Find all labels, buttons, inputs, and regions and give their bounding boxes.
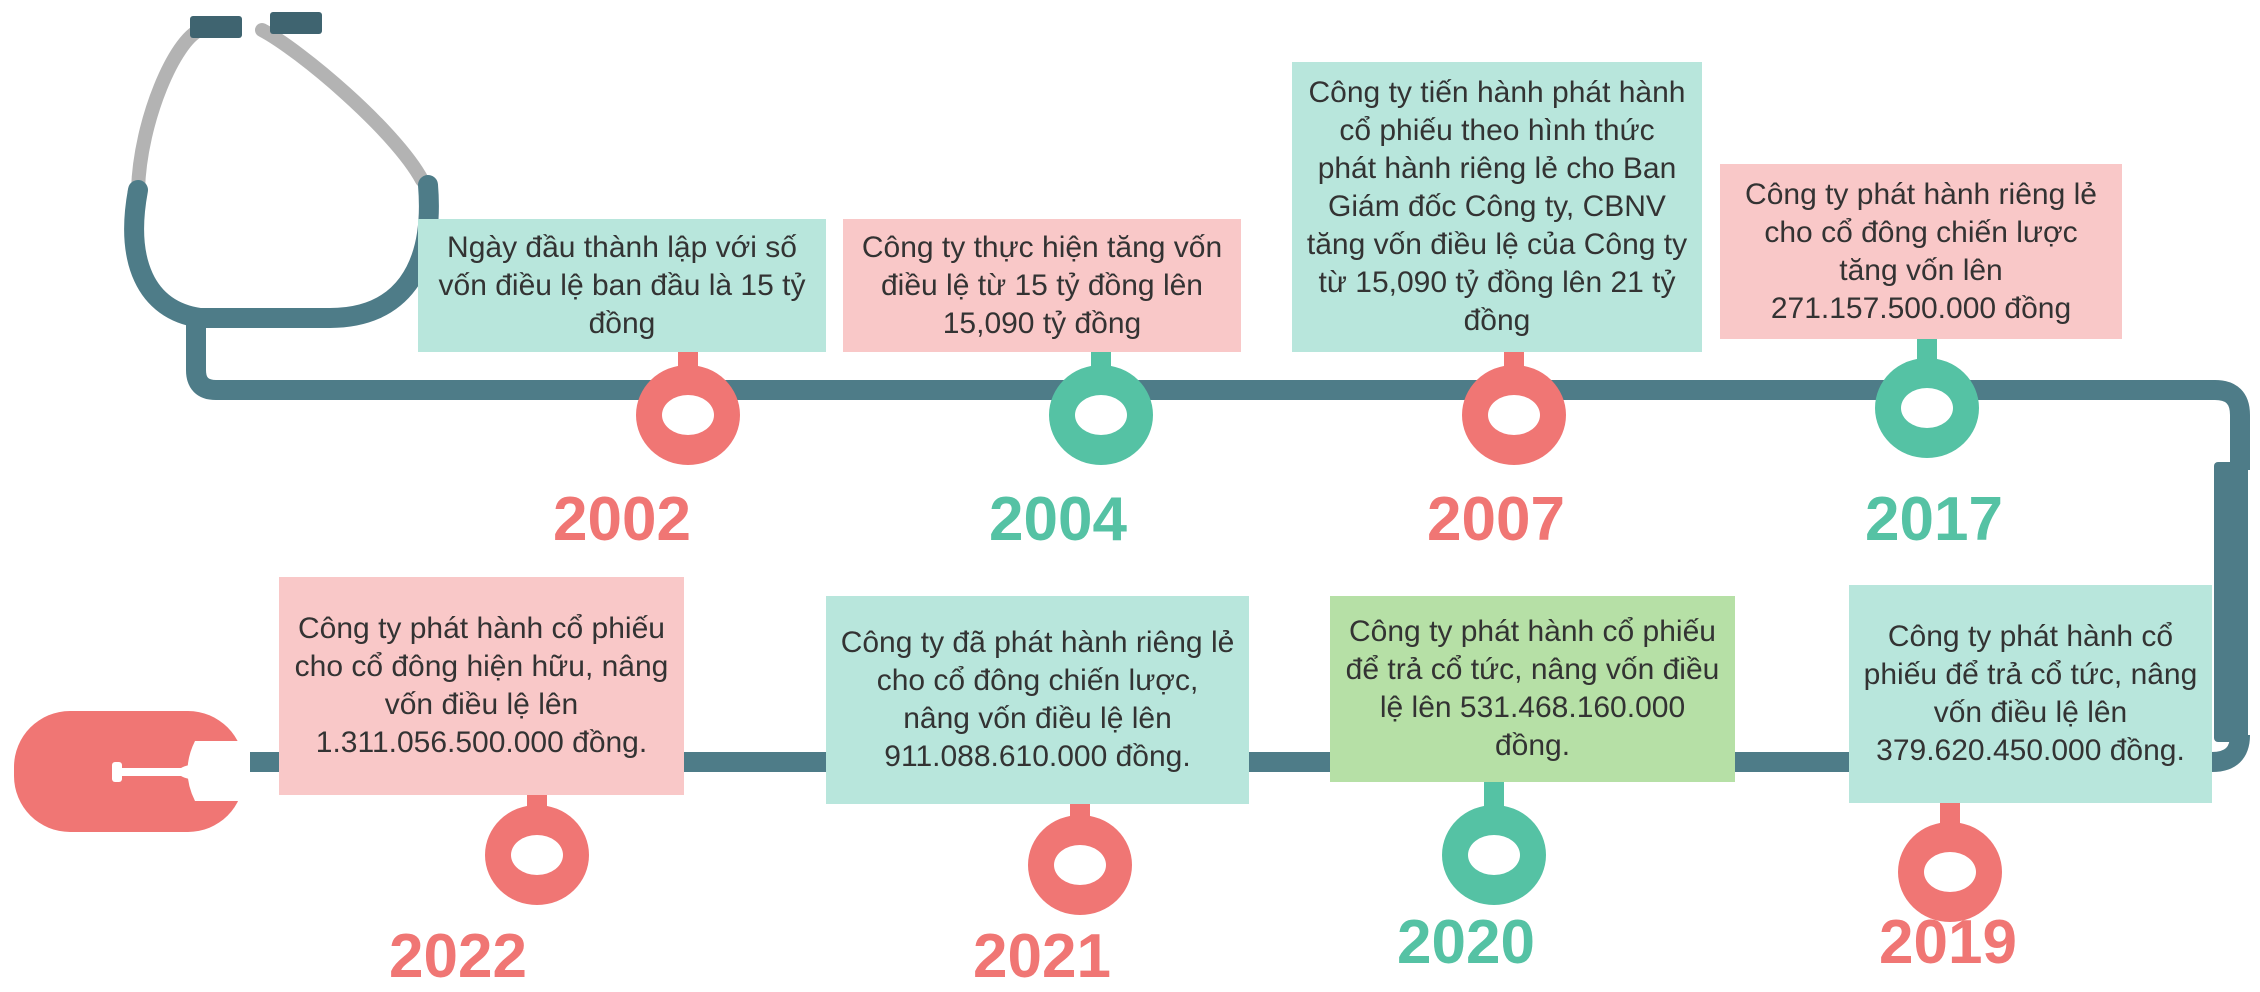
year-label-2002: 2002 [553,485,691,554]
year-label-2019: 2019 [1879,908,2017,977]
year-label-2004: 2004 [989,485,1127,554]
year-label-2022: 2022 [389,922,527,991]
marker-hole-2020 [1468,835,1520,875]
marker-2022 [485,795,589,905]
marker-hole-2002 [662,395,714,435]
milestone-box-2002: Ngày đầu thành lập với số vốn điều lệ ba… [418,219,826,352]
marker-2007 [1462,352,1566,465]
marker-2017 [1875,339,1979,458]
milestone-box-2021: Công ty đã phát hành riêng lẻ cho cổ đôn… [826,596,1249,804]
marker-2021 [1028,804,1132,915]
year-label-2017: 2017 [1865,485,2003,554]
marker-hole-2021 [1054,845,1106,885]
marker-2004 [1049,352,1153,465]
marker-hole-2007 [1488,395,1540,435]
stethoscope-tube [131,23,429,197]
marker-2020 [1442,782,1546,905]
marker-hole-2019 [1924,852,1976,892]
stethoscope-loop [124,175,439,328]
stethoscope-earpiece-right [270,12,322,34]
marker-hole-2017 [1901,388,1953,428]
marker-2002 [636,352,740,465]
chest-piece-stem [112,768,192,776]
milestone-box-2019: Công ty phát hành cổ phiếu để trả cổ tức… [1849,585,2212,803]
chest-piece-stem-cap [112,762,122,782]
timeline-track-right-curve [2150,734,2250,772]
marker-2019 [1898,803,2002,922]
stethoscope-earpiece-left [190,16,242,38]
milestone-box-2020: Công ty phát hành cổ phiếu để trả cổ tức… [1330,596,1735,782]
marker-hole-2004 [1075,395,1127,435]
year-label-2020: 2020 [1397,908,1535,977]
milestone-box-2022: Công ty phát hành cổ phiếu cho cổ đông h… [279,577,684,795]
timeline-track-right [2214,462,2248,742]
milestone-box-2007: Công ty tiến hành phát hành cổ phiếu the… [1292,62,1702,352]
marker-hole-2022 [511,835,563,875]
year-label-2007: 2007 [1427,485,1565,554]
milestone-box-2017: Công ty phát hành riêng lẻ cho cổ đông c… [1720,164,2122,339]
milestone-box-2004: Công ty thực hiện tăng vốn điều lệ từ 15… [843,219,1241,352]
chest-piece-dot [178,764,222,780]
timeline-track-upper [186,320,2250,470]
year-label-2021: 2021 [973,922,1111,991]
